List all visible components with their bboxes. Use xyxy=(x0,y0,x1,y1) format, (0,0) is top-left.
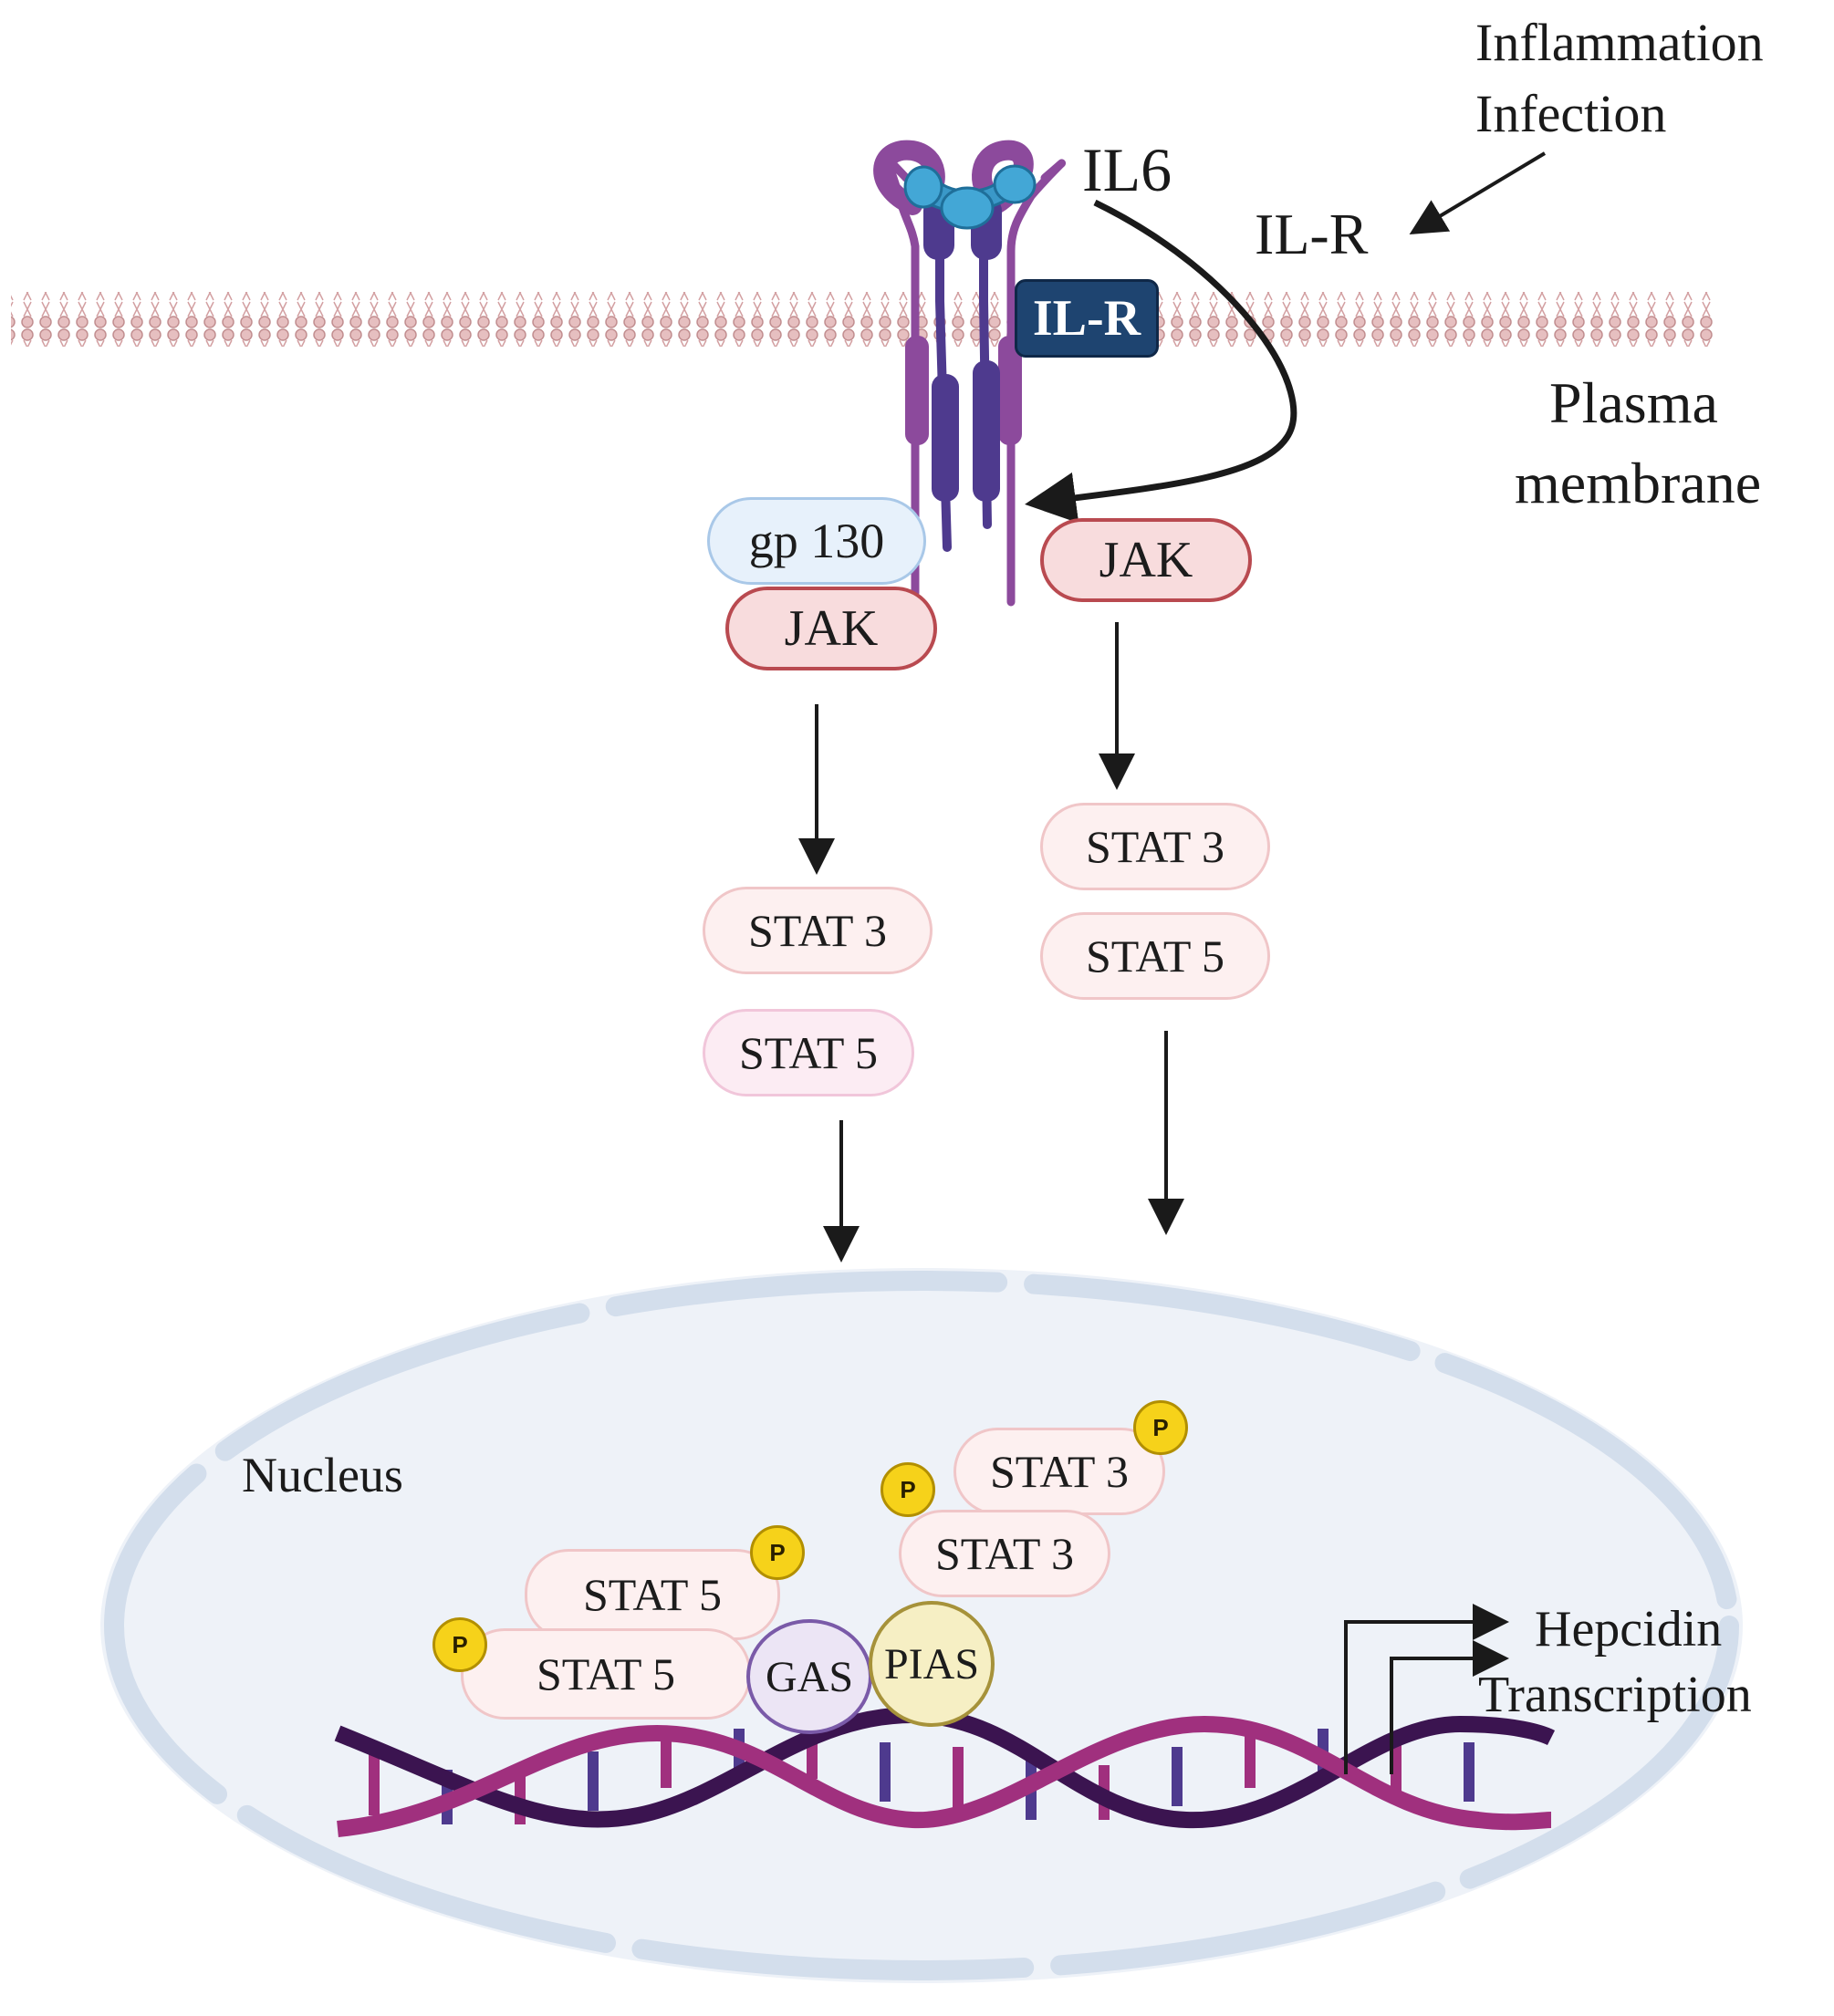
stat3-node-right: STAT 3 xyxy=(1040,803,1270,890)
plasma-label: Plasma xyxy=(1549,370,1718,435)
transcription-label: Transcription xyxy=(1478,1667,1752,1723)
signaling-arrows xyxy=(798,622,1184,1263)
phosphate-icon: P xyxy=(1133,1400,1188,1455)
hepcidin-label: Hepcidin xyxy=(1535,1601,1723,1657)
stat5-bottom-nuclear: STAT 5 xyxy=(461,1628,751,1720)
stat3-node-left: STAT 3 xyxy=(703,887,933,974)
gas-element: GAS xyxy=(746,1619,872,1734)
il-r-ligand-label: IL-R xyxy=(1255,202,1369,266)
stimulus-arrow xyxy=(1409,151,1547,235)
il6-curved-arrow xyxy=(1025,199,1297,524)
membrane-label: membrane xyxy=(1515,451,1762,515)
stat5-node-right: STAT 5 xyxy=(1040,912,1270,1000)
plasma-membrane xyxy=(11,292,1715,347)
nucleus-label: Nucleus xyxy=(242,1448,403,1502)
inflammation-label: Inflammation xyxy=(1475,13,1764,72)
transcription-arrows xyxy=(1344,1604,1509,1774)
dna-helix xyxy=(334,1706,1556,1837)
stat3-bottom-nuclear: STAT 3 xyxy=(899,1510,1110,1597)
jak-node-left: JAK xyxy=(725,587,937,670)
stat3-top-nuclear: STAT 3 xyxy=(953,1428,1165,1515)
phosphate-icon: P xyxy=(750,1525,805,1580)
stat5-node-left: STAT 5 xyxy=(703,1009,914,1096)
gp130-node: gp 130 xyxy=(707,497,926,585)
receptor-complex xyxy=(873,140,1067,607)
stat5-top-nuclear: STAT 5 xyxy=(525,1549,780,1640)
il-r-receptor-badge: IL-R xyxy=(1015,279,1159,358)
phosphate-icon: P xyxy=(881,1462,935,1517)
phosphate-icon: P xyxy=(432,1617,487,1672)
jak-node-right: JAK xyxy=(1040,518,1252,602)
infection-label: Infection xyxy=(1475,84,1667,143)
pias-protein: PIAS xyxy=(869,1601,995,1727)
il6-label: IL6 xyxy=(1082,135,1172,204)
